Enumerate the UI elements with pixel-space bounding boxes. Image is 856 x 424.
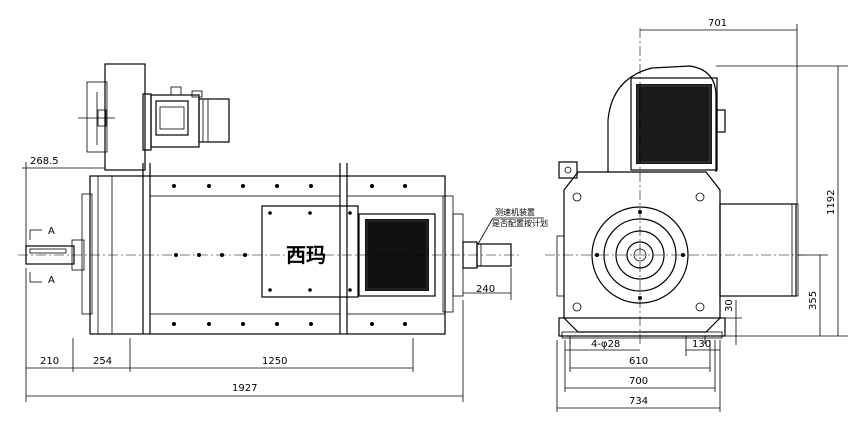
dim-overall-length: 1927: [232, 383, 257, 394]
tacho-note-line1: 测速机装置: [495, 207, 535, 217]
end-view-frame: [556, 161, 721, 333]
dim-foot-span: 1250: [262, 356, 287, 367]
section-marker-bottom: A: [48, 275, 55, 286]
end-view-terminal-box: [719, 203, 799, 297]
dim-overall-height: 1192: [826, 190, 837, 215]
dim-shaft-height: 355: [808, 291, 819, 310]
dim-overall-width: 734: [629, 396, 648, 407]
dim-foot-offset: 254: [93, 356, 112, 367]
dim-base-width: 700: [629, 376, 648, 387]
dim-bolt-span: 610: [629, 356, 648, 367]
dim-overhang: 268.5: [30, 156, 59, 167]
end-view: 701 1192 355 30 4-φ28 130 610 700 7: [545, 18, 848, 412]
nameplate-panel: [261, 205, 359, 298]
front-view: 西玛 A A 测速机装置 是否配置按计划: [18, 63, 548, 402]
dim-edge-offset: 130: [692, 339, 711, 350]
dim-shaft-ext: 210: [40, 356, 59, 367]
dim-blower-width: 701: [708, 18, 727, 29]
end-view-blower: [607, 65, 726, 172]
blower-motor: [150, 86, 230, 148]
dim-rear-ext: 240: [476, 284, 495, 295]
dim-mounting-holes: 4-φ28: [591, 339, 620, 350]
section-marker-top: A: [48, 226, 55, 237]
tacho-note-line2: 是否配置按计划: [492, 218, 548, 228]
dim-foot-thickness: 30: [724, 299, 735, 312]
blower-fan: [78, 63, 152, 171]
frame-bolts: [172, 184, 407, 326]
